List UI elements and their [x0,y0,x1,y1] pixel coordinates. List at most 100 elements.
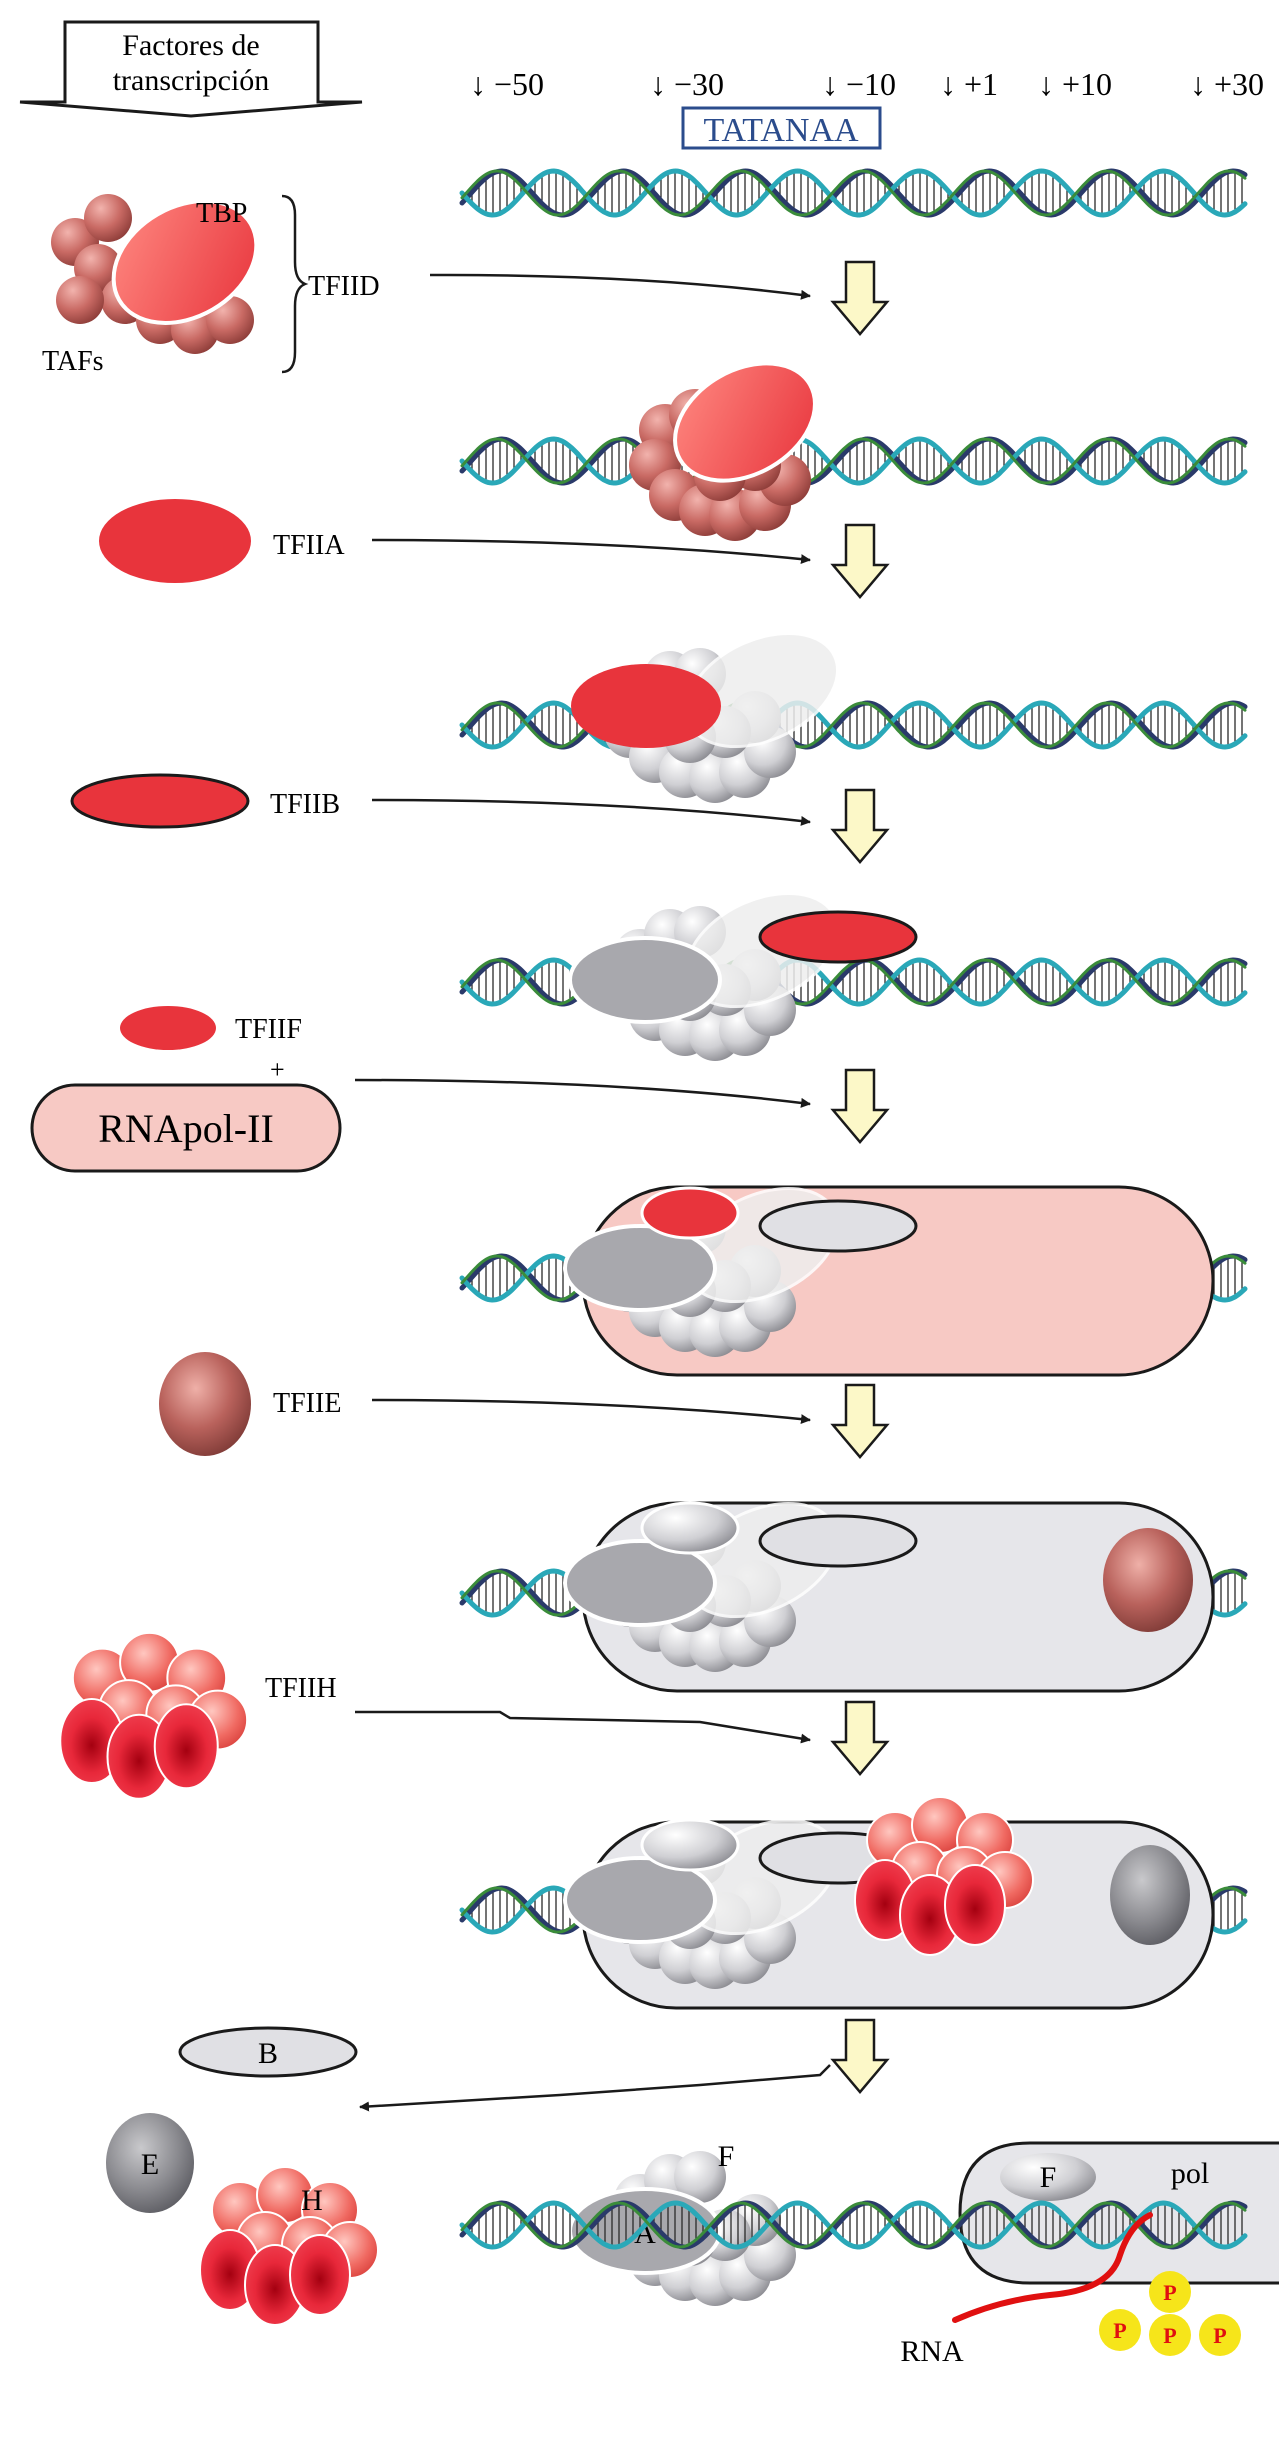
position-minus10: ↓ −10 [822,66,896,102]
tfiia-label: TFIIA [273,530,345,561]
released-h-label: H [301,2184,323,2217]
phosphate-ball-2 [1149,2314,1191,2356]
tfiie-on-dna [1103,1528,1193,1632]
dna-strand [460,2201,1247,2249]
connector-arrows [354,273,831,2112]
arrow-tfiif [354,1078,811,1108]
tfiia-grey-on-dna [563,1539,717,1627]
phosphate-label-1: P [1113,2318,1126,2343]
dna-helix-0 [459,168,1248,218]
dna-strand [459,2200,1248,2250]
dna-strand [460,169,1247,217]
plus-sign: + [270,1055,285,1084]
tfiie-ball [159,1352,251,1456]
tfiih-lobe [944,1864,1006,1946]
down-arrow-5 [830,1700,890,1776]
rna-label: RNA [900,2335,964,2368]
down-arrow-2 [830,788,890,864]
down-arrow-4 [830,1383,890,1459]
header-title-line2: transcripción [113,64,270,97]
phosphate-label-2: P [1163,2323,1176,2348]
tfiih-ball-cluster [199,2166,379,2326]
final-f2-ellipse [1000,2153,1096,2201]
phosphate-label-0: P [1163,2280,1176,2305]
final-f1-label: F [718,2140,735,2173]
released-h-cluster [199,2166,379,2326]
tfiih-ball-cluster [59,1631,249,1800]
arrow-tfiie [371,1398,811,1425]
tfiih-cluster [59,1631,249,1800]
tfiie-grey-on-dna [1110,1845,1190,1945]
phosphate-label-3: P [1213,2323,1226,2348]
dna-strand [460,437,1247,485]
arrow-tfiih [355,1710,811,1744]
phosphate-ball-0 [1149,2271,1191,2313]
tfiih-lobe [289,2234,351,2316]
position-minus30: ↓ −30 [650,66,724,102]
tfiib-grey-on-dna [758,1514,918,1568]
tfiie-label: TFIIE [273,1388,341,1419]
tfiih-complex: TFIIH [59,1631,337,1800]
tfiif-ellipse [120,1006,216,1050]
tfiia-ellipse [99,499,251,583]
tfiib-ellipse [70,773,250,829]
header-arrow: Factores de transcripción [19,20,363,118]
position-plus10: ↓ +10 [1038,66,1112,102]
tfiid-label: TFIID [308,271,380,302]
down-arrows [830,260,890,2094]
tfiia-on-dna [571,664,721,748]
tfiid-complex: TBP TAFs TFIID [42,194,380,377]
dna-strand [459,436,1248,486]
position-plus30: ↓ +30 [1190,66,1264,102]
dna-strand [459,168,1248,218]
tfiia-grey-on-dna [563,1224,717,1312]
dna-strand [459,168,1248,218]
tfiih-label: TFIIH [265,1673,337,1704]
tfiid-brace [281,194,309,374]
position-markers: ↓ −50 ↓ −30 ↓ −10 ↓ +1 ↓ +10 ↓ +30 [470,66,1264,102]
tfiif-grey-on-dna [640,1818,740,1872]
down-arrow-0 [830,260,890,336]
position-minus50: ↓ −50 [470,66,544,102]
tafs-label: TAFs [42,346,104,377]
tfiif-on-dna [640,1186,740,1240]
position-plus1: ↓ +1 [940,66,998,102]
phosphate-ball-1 [1099,2309,1141,2351]
released-e-ball [106,2113,194,2213]
dna-helix-1 [459,436,1248,486]
released-b-ellipse [178,2026,358,2078]
down-arrow-6 [830,2018,890,2094]
final-pol-label: pol [1171,2157,1209,2190]
tfiia-factor: TFIIA [99,499,345,583]
silver-ball [674,2151,726,2203]
tfiih-ball-cluster [854,1796,1034,1956]
tfiia-grey-on-dna [568,936,722,1024]
tfiie-factor: TFIIE [159,1352,341,1456]
arrow-tfiia [371,538,811,565]
arrow-tfiib [371,798,811,826]
rnapol-label: RNApol-II [98,1106,274,1151]
down-arrow-1 [830,523,890,599]
rnapol-ii-pill: RNApol-II [30,1083,342,1173]
tfiih-lobe [153,1703,219,1790]
phosphate-ball-3 [1199,2314,1241,2356]
tbp-ellipse [111,199,259,325]
tfiif-factor: TFIIF + [120,1006,302,1084]
tfiib-on-dna [758,910,918,964]
tfiif-label: TFIIF [235,1014,302,1045]
complexes-on-dna [563,361,1215,2010]
arrow-tfiid [429,273,811,300]
released-e-label: E [141,2148,159,2181]
tfiif-grey-on-dna [640,1501,740,1555]
tfiib-factor: TFIIB [70,773,340,829]
released-factors: B E H [106,2026,379,2326]
down-arrow-3 [830,1068,890,1144]
tfiib-label: TFIIB [270,789,340,820]
final-f2-label: F [1040,2161,1057,2194]
tfiia-grey-on-dna [563,1856,717,1944]
released-b-label: B [258,2037,278,2070]
rna-strand [952,2212,1153,2323]
